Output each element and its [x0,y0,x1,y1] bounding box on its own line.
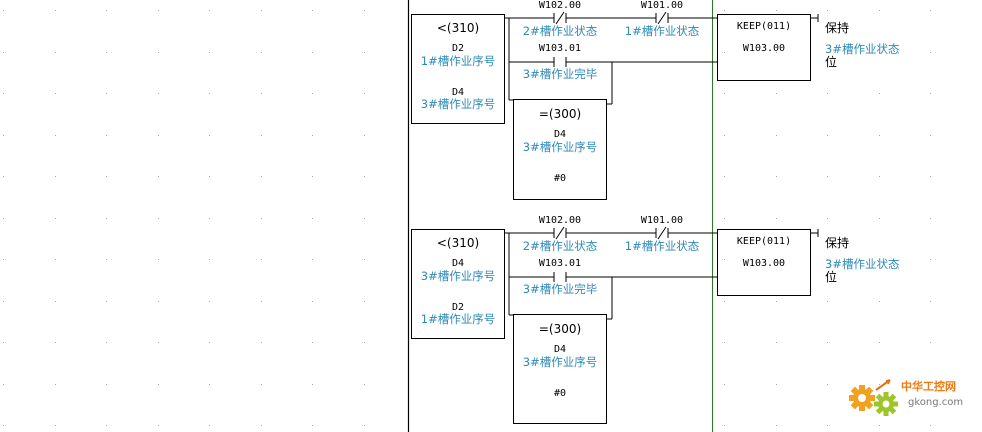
compare-operand-2-comment: 3#槽作业序号 [420,97,496,111]
contact-address: W102.00 [538,215,582,226]
contact-no[interactable] [553,57,567,67]
contact-nc[interactable] [655,11,669,25]
keep-instruction: KEEP(011) [736,21,792,32]
contact-nc[interactable] [553,11,567,25]
contact-comment: 1#槽作业状态 [624,24,700,38]
equal-operand-1: D4 [553,129,567,140]
compare-operand-2-comment: 1#槽作业序号 [420,312,496,326]
contact-nc[interactable] [553,226,567,240]
contact-comment: 1#槽作业状态 [624,239,700,253]
equal-operand-2: #0 [553,173,567,184]
contact-nc[interactable] [655,226,669,240]
compare-instruction: <(310) [436,21,480,35]
contact-address: W101.00 [640,215,684,226]
keep-comment-suffix: 位 [825,270,838,284]
equal-operand-1: D4 [553,344,567,355]
keep-comment-suffix: 位 [825,55,838,69]
compare-block[interactable] [411,14,505,124]
grid-dots [3,10,931,426]
contact-address: W102.00 [538,0,582,11]
compare-operand-1: D4 [451,258,465,269]
keep-block[interactable] [717,229,811,296]
equal-instruction: =(300) [538,322,582,336]
keep-address: W103.00 [742,43,786,54]
compare-instruction: <(310) [436,236,480,250]
equal-operand-1-comment: 3#槽作业序号 [522,355,598,369]
compare-operand-1-comment: 1#槽作业序号 [420,54,496,68]
contact-comment: 2#槽作业状态 [522,239,598,253]
watermark-url: gkong.com [908,397,964,408]
keep-block[interactable] [717,14,811,81]
gear-icon [849,379,898,416]
compare-operand-2: D2 [451,302,465,313]
keep-comment: 3#槽作业状态 [825,42,900,56]
keep-instruction: KEEP(011) [736,236,792,247]
keep-address: W103.00 [742,258,786,269]
keep-label: 保持 [825,21,850,35]
equal-operand-2: #0 [553,388,567,399]
equal-compare-block[interactable] [513,314,607,424]
keep-label: 保持 [825,236,850,250]
equal-compare-block[interactable] [513,99,607,200]
watermark: 中华工控网 gkong.com [846,376,976,422]
contact-comment: 3#槽作业完毕 [522,282,598,296]
compare-operand-2: D4 [451,87,465,98]
contact-address: W103.01 [538,43,582,54]
equal-operand-1-comment: 3#槽作业序号 [522,140,598,154]
equal-instruction: =(300) [538,107,582,121]
keep-comment: 3#槽作业状态 [825,257,900,271]
compare-operand-1-comment: 3#槽作业序号 [420,269,496,283]
contact-address: W101.00 [640,0,684,11]
contact-no[interactable] [553,272,567,282]
contact-comment: 3#槽作业完毕 [522,67,598,81]
contact-address: W103.01 [538,258,582,269]
compare-block[interactable] [411,229,505,339]
watermark-brand: 中华工控网 [901,380,956,393]
contact-comment: 2#槽作业状态 [522,24,598,38]
compare-operand-1: D2 [451,43,465,54]
